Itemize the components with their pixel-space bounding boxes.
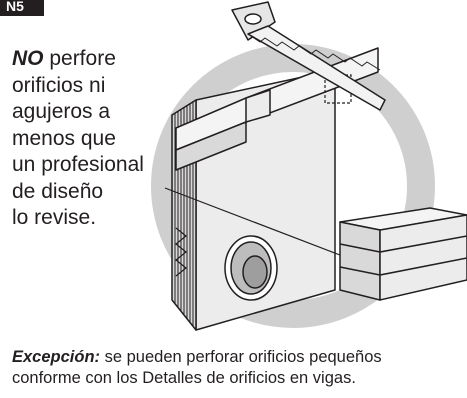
warning-line-2: orificios ni: [12, 73, 106, 97]
exception-line-1: Excepción: se pueden perforar orificios …: [12, 347, 467, 368]
leader-line: [164, 187, 341, 256]
warning-emphasis: NO: [12, 47, 44, 70]
warning-line-3: agujeros a: [12, 100, 111, 123]
exception-line-2: conforme con los Detalles de orificios e…: [12, 369, 356, 387]
hand-saw-icon: [231, 1, 386, 111]
warning-line-5: un profesional: [12, 153, 144, 176]
exception-line-1-text: se pueden perforar orificios pequeños: [100, 348, 382, 366]
warning-line-4: menos que: [12, 126, 116, 150]
warning-text: NO perfore orificios ni agujeros a menos…: [12, 46, 192, 232]
laminated-beam-right: [339, 207, 467, 301]
section-badge-label: N5: [6, 0, 24, 14]
section-badge: N5: [0, 0, 44, 16]
warning-line-7: lo revise.: [12, 206, 97, 229]
warning-line-6: de diseño: [12, 179, 104, 203]
exception-note: Excepción: se pueden perforar orificios …: [12, 347, 467, 389]
bored-hole: [224, 235, 278, 301]
exception-label: Excepción:: [12, 348, 101, 366]
warning-line-1: NO perfore: [12, 46, 192, 73]
illustration: [151, 1, 467, 331]
warning-line-1-rest: perfore: [43, 47, 116, 70]
